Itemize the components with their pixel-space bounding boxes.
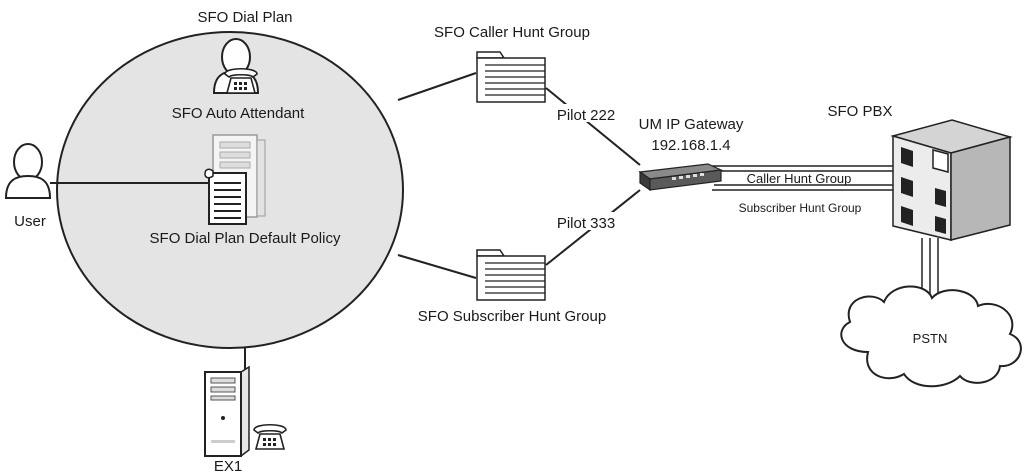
um-ip-gateway-node: UM IP Gateway 192.168.1.4 bbox=[638, 116, 744, 192]
document-icon bbox=[204, 168, 247, 225]
folder-icon bbox=[476, 51, 546, 103]
pilot-333-label-bg bbox=[548, 212, 624, 230]
ex1-label: EX1 bbox=[214, 458, 242, 475]
cloud-icon bbox=[840, 285, 1022, 388]
telephone-icon bbox=[224, 67, 258, 94]
pilot-222-label-bg bbox=[548, 104, 624, 122]
folder-icon bbox=[476, 249, 546, 301]
pstn-label: PSTN bbox=[913, 331, 948, 346]
pbx-icon bbox=[890, 119, 1013, 241]
caller-hunt-gateway-link bbox=[545, 87, 641, 166]
pbx-node: SFO PBX bbox=[827, 103, 1013, 241]
subscriber-hunt-group-link-label: Subscriber Hunt Group bbox=[739, 201, 862, 215]
pstn-node: PSTN bbox=[840, 285, 1022, 388]
user-node: User bbox=[4, 143, 52, 230]
caller-hunt-group-link-label: Caller Hunt Group bbox=[747, 171, 852, 186]
subscriber-hunt-group-node: SFO Subscriber Hunt Group bbox=[418, 249, 606, 325]
default-policy-label: SFO Dial Plan Default Policy bbox=[150, 230, 341, 247]
user-icon bbox=[4, 143, 52, 199]
dial-plan-title: SFO Dial Plan bbox=[197, 9, 292, 26]
caller-hunt-group-label: SFO Caller Hunt Group bbox=[434, 24, 590, 41]
um-gateway-ip-label: 192.168.1.4 bbox=[651, 137, 730, 154]
auto-attendant-node: SFO Auto Attendant bbox=[172, 38, 305, 122]
dialplan-caller-hunt-link bbox=[397, 72, 477, 101]
user-label: User bbox=[14, 213, 46, 230]
auto-attendant-label: SFO Auto Attendant bbox=[172, 105, 305, 122]
dialplan-subscriber-hunt-link bbox=[397, 254, 477, 279]
pilot-333-label: Pilot 333 bbox=[557, 215, 615, 232]
gateway-icon bbox=[638, 163, 724, 192]
server-icon bbox=[204, 365, 250, 457]
pilot-222-label: Pilot 222 bbox=[557, 107, 615, 124]
caller-hunt-group-node: SFO Caller Hunt Group bbox=[434, 24, 590, 103]
subscriber-hunt-group-label: SFO Subscriber Hunt Group bbox=[418, 308, 606, 325]
default-policy-node: SFO Dial Plan Default Policy bbox=[150, 134, 341, 247]
ex1-node: EX1 bbox=[204, 365, 287, 475]
pbx-label: SFO PBX bbox=[827, 103, 892, 120]
telephone-icon bbox=[253, 423, 287, 450]
um-gateway-name-label: UM IP Gateway bbox=[639, 116, 744, 133]
